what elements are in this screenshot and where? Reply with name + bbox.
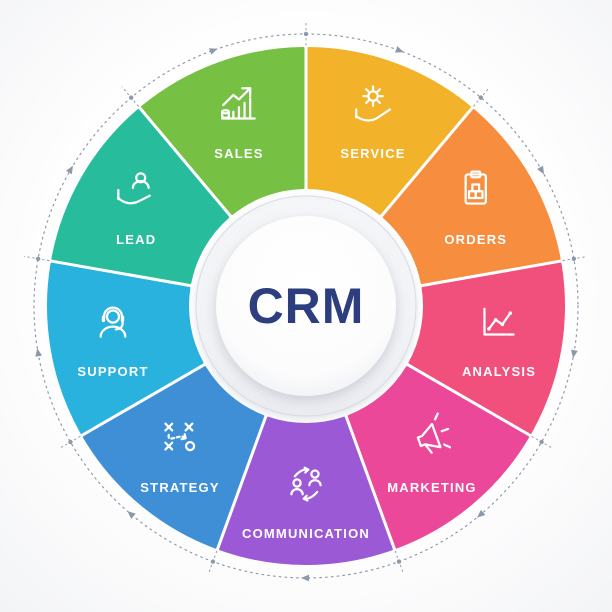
outer-dotted-ring	[23, 19, 589, 582]
segment-content-strategy: STRATEGY	[140, 422, 219, 495]
support-headset-icon	[99, 306, 127, 338]
segments-group: SALES SERVICE ORDERS ANALYSIS MARKETING …	[47, 47, 565, 565]
strategy-tactics-icon	[164, 422, 196, 452]
segment-support	[47, 262, 204, 434]
lead-person-hand-icon	[117, 172, 151, 205]
segment-label-analysis: ANALYSIS	[462, 364, 536, 379]
segment-communication	[219, 416, 393, 565]
segment-service	[307, 47, 471, 216]
ring-tick-dotted-line	[562, 255, 589, 262]
ring-arrow-marker	[537, 165, 545, 175]
ring-tick-dotted-line	[473, 86, 491, 107]
segment-content-support: SUPPORT	[77, 306, 148, 379]
segment-label-lead: LEAD	[116, 232, 156, 247]
ring-tick-dotted-line	[23, 255, 50, 262]
orders-checklist-boxes-icon	[464, 170, 487, 205]
segment-marketing	[347, 366, 530, 549]
center-inner-disc	[216, 216, 396, 396]
segment-sales	[141, 47, 305, 216]
ring-arrow-marker	[35, 348, 42, 357]
ring-tick-dotted-line	[207, 550, 218, 576]
segment-content-sales: SALES	[214, 87, 263, 161]
segment-analysis	[408, 262, 565, 434]
segment-content-marketing: MARKETING	[387, 412, 477, 495]
ring-arrow-marker	[477, 509, 486, 518]
segment-label-strategy: STRATEGY	[140, 480, 219, 495]
segment-strategy	[82, 366, 265, 549]
segment-orders	[382, 108, 561, 285]
ring-arrow-marker	[571, 349, 578, 359]
segment-content-service: SERVICE	[340, 85, 405, 161]
segment-lead	[51, 108, 230, 285]
ring-tick-dotted-line	[394, 550, 405, 576]
ring-arrow-marker	[127, 511, 136, 519]
segment-label-communication: COMMUNICATION	[242, 526, 370, 541]
segment-content-orders: ORDERS	[444, 170, 507, 247]
crm-center-circle: CRM	[195, 195, 417, 417]
ring-tick-dotted-line	[57, 436, 81, 450]
ring-arrow-marker	[65, 165, 73, 175]
segment-label-service: SERVICE	[340, 146, 405, 161]
sales-growth-chart-icon	[221, 87, 256, 120]
segment-content-communication: COMMUNICATION	[242, 466, 370, 541]
analysis-line-chart-icon	[483, 307, 515, 336]
ring-tick-dotted-line	[121, 86, 139, 107]
ring-arrow-marker	[395, 46, 404, 53]
segment-content-lead: LEAD	[116, 172, 156, 247]
segment-label-support: SUPPORT	[77, 364, 148, 379]
segment-content-analysis: ANALYSIS	[462, 307, 536, 379]
segment-label-orders: ORDERS	[444, 232, 507, 247]
service-hand-gear-icon	[355, 85, 391, 122]
segment-label-marketing: MARKETING	[387, 480, 477, 495]
marketing-megaphone-icon	[416, 412, 452, 454]
communication-people-exchange-icon	[290, 466, 322, 502]
segment-label-sales: SALES	[214, 146, 263, 161]
ring-arrow-marker	[208, 48, 218, 55]
ring-tick-dotted-line	[531, 436, 555, 450]
ring-arrow-marker	[301, 574, 309, 582]
crm-title: CRM	[248, 278, 365, 334]
